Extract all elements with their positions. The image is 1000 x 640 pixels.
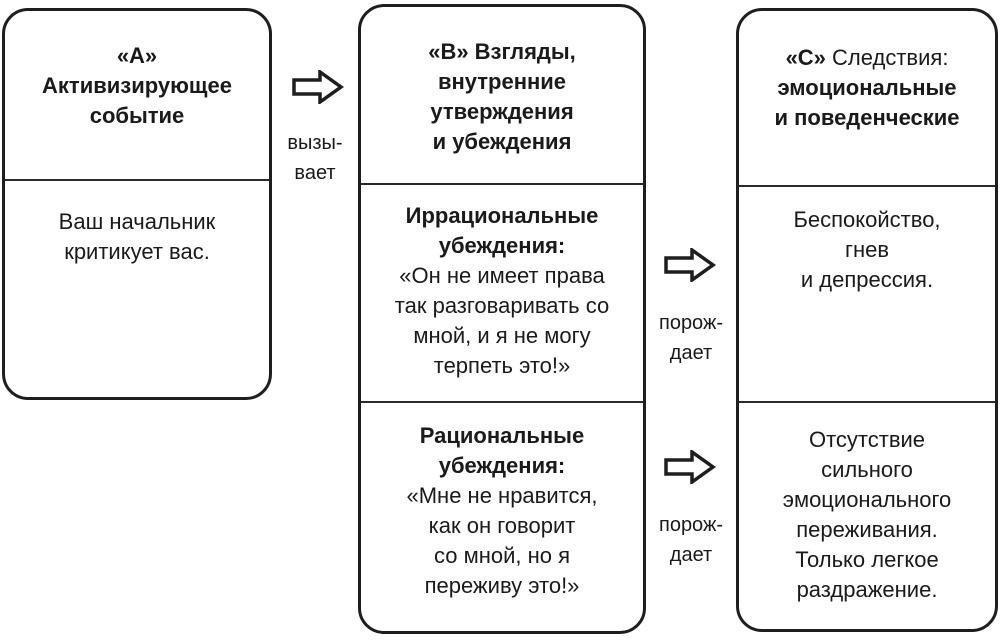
body-line: переживания. [796, 517, 938, 542]
unhealthy-consequences: Беспокойство, гнев и депрессия. [739, 205, 995, 295]
healthy-consequences: Отсутствие сильного эмоционального переж… [739, 425, 995, 605]
connector-line: дает [669, 544, 713, 566]
body-line: сильного [821, 457, 913, 482]
body-line: эмоционального [782, 487, 952, 512]
body-line: Ваш начальник [58, 209, 216, 234]
activating-event-box: «A» Активизирующее событие Ваш начальник… [2, 8, 272, 400]
arrow-right-icon [664, 248, 716, 282]
quote-line: переживу это!» [424, 573, 580, 598]
connector-line: вызы- [287, 132, 343, 154]
header-line: и поведенческие [774, 105, 960, 130]
body-line: гнев [844, 237, 890, 262]
divider [5, 179, 269, 181]
divider [739, 185, 995, 187]
activating-event-body: Ваш начальник критикует вас. [5, 207, 269, 267]
arrow-right-icon [664, 450, 716, 484]
quote-line: как он говорит [428, 513, 576, 538]
body-line: и депрессия. [800, 267, 934, 292]
connector-label-produces: порож- дает [648, 308, 734, 368]
quote-line: со мной, но я [433, 543, 571, 568]
section-title: убеждения: [438, 233, 566, 258]
body-line: раздражение. [796, 577, 938, 602]
quote-line: «Мне не нравится, [406, 483, 598, 508]
consequences-header: «C» Следствия: эмоциональные и поведенче… [739, 43, 995, 133]
divider [361, 401, 643, 403]
connector-label-produces: порож- дает [648, 510, 734, 570]
section-title: Иррациональные [405, 203, 599, 228]
divider [361, 183, 643, 185]
beliefs-header: «B» Взгляды, внутренние утверждения и уб… [361, 37, 643, 157]
divider [739, 401, 995, 403]
connector-line: вает [294, 162, 336, 184]
connector-line: дает [669, 342, 713, 364]
quote-line: мной, и я не могу [413, 323, 591, 348]
beliefs-box: «B» Взгляды, внутренние утверждения и уб… [358, 4, 646, 634]
header-line: эмоциональные [777, 75, 957, 100]
connector-label-causes: вызы- вает [275, 128, 355, 188]
header-line: утверждения [430, 99, 574, 124]
body-line: критикует вас. [64, 239, 210, 264]
arrow-right-icon [292, 70, 344, 104]
section-title: убеждения: [438, 453, 566, 478]
consequences-box: «C» Следствия: эмоциональные и поведенче… [736, 8, 998, 632]
header-line: внутренние [437, 69, 567, 94]
irrational-beliefs-section: Иррациональные убеждения: «Он не имеет п… [361, 201, 643, 381]
header-line: «B» Взгляды, [428, 39, 576, 64]
rational-beliefs-section: Рациональные убеждения: «Мне не нравится… [361, 421, 643, 601]
header-line: Активизирующее [42, 73, 232, 98]
connector-line: порож- [658, 312, 723, 334]
header-line: событие [89, 103, 185, 128]
quote-line: «Он не имеет права [399, 263, 605, 288]
body-line: Беспокойство, [793, 207, 941, 232]
activating-event-header: «A» Активизирующее событие [5, 41, 269, 131]
section-title: Рациональные [419, 423, 585, 448]
body-line: Отсутствие [808, 427, 926, 452]
header-line: «A» [116, 43, 158, 68]
header-prefix: «C» [785, 45, 826, 70]
quote-line: так разговаривать со [394, 293, 610, 318]
quote-line: терпеть это!» [433, 353, 571, 378]
connector-line: порож- [658, 514, 723, 536]
body-line: Только легкое [795, 547, 939, 572]
header-line: и убеждения [432, 129, 572, 154]
header-rest: Следствия: [825, 45, 949, 70]
